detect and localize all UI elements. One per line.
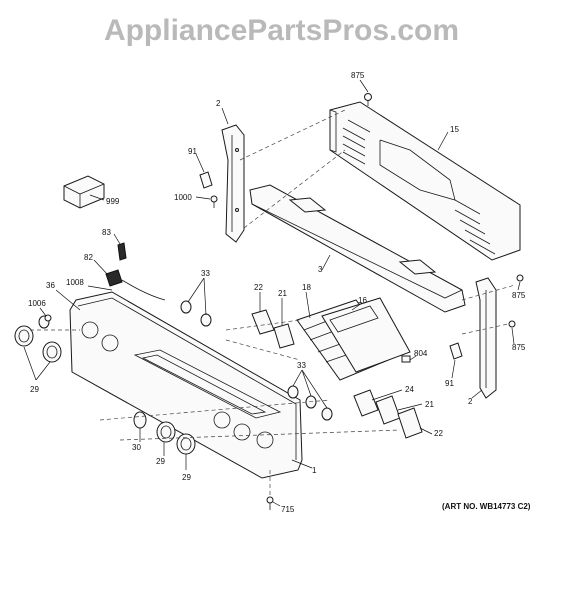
callout-21-upper: 21 [278, 289, 287, 298]
screw-875-top [364, 93, 372, 106]
callout-labels: 875 2 15 91 1000 999 3 83 82 33 1008 36 … [28, 71, 526, 514]
part-16-control-board [321, 297, 411, 373]
part-1-control-panel [69, 291, 303, 479]
callout-1: 1 [312, 466, 317, 475]
callout-21-lower: 21 [425, 400, 434, 409]
callout-33-lower: 33 [297, 361, 306, 370]
part-33-knob-upper [180, 300, 212, 327]
part-3-trim-channel [249, 184, 466, 313]
part-21-switch-upper [273, 323, 295, 349]
callout-1008: 1008 [66, 278, 84, 287]
part-29-knob-left-2 [42, 341, 62, 363]
part-22-switch-upper [251, 309, 275, 335]
screw-1000-left [210, 195, 218, 208]
callout-1000: 1000 [174, 193, 192, 202]
part-1008-wire-harness [121, 279, 166, 301]
art-number: (ART NO. WB14773 C2) [442, 502, 531, 511]
callout-15: 15 [450, 125, 459, 134]
callout-82: 82 [84, 253, 93, 262]
callout-36: 36 [46, 281, 55, 290]
callout-24: 24 [405, 385, 414, 394]
part-91-clip-right [449, 342, 463, 360]
part-30-knob [133, 411, 147, 429]
callout-83: 83 [102, 228, 111, 237]
callout-18: 18 [302, 283, 311, 292]
callout-91-left: 91 [188, 147, 197, 156]
callout-91-right: 91 [445, 379, 454, 388]
part-1006-spring [44, 314, 52, 322]
part-29-knob-lower-2 [176, 433, 196, 455]
part-999-block [63, 175, 105, 209]
callout-999: 999 [106, 197, 120, 206]
part-24-switch [353, 389, 379, 417]
callout-29-lower-2: 29 [182, 473, 191, 482]
callout-22-upper: 22 [254, 283, 263, 292]
leader-lines [23, 79, 521, 507]
screw-715 [266, 496, 274, 510]
callout-3: 3 [318, 265, 323, 274]
part-21-switch-lower [375, 395, 401, 425]
part-29-knob-lower-1 [156, 421, 176, 443]
part-2-right-end-bracket [475, 277, 497, 399]
part-15-back-panel [329, 101, 521, 261]
callout-33-upper: 33 [201, 269, 210, 278]
callout-2-left: 2 [216, 99, 221, 108]
part-91-clip-left [199, 171, 213, 189]
callout-715: 715 [281, 505, 295, 514]
part-804-bracket [401, 355, 411, 363]
callout-29-left: 29 [30, 385, 39, 394]
part-2-left-end-bracket [221, 124, 245, 243]
assembly-lines [30, 109, 516, 496]
callout-16: 16 [358, 296, 367, 305]
callout-804: 804 [414, 349, 428, 358]
part-22-switch-lower [397, 407, 423, 439]
callout-30: 30 [132, 443, 141, 452]
callout-875-right-lower: 875 [512, 343, 526, 352]
screw-875-right-upper [516, 274, 524, 282]
part-29-knob-left-1 [14, 325, 34, 347]
part-82-switch [105, 269, 123, 287]
callout-1006: 1006 [28, 299, 46, 308]
callout-2-right: 2 [468, 397, 473, 406]
callout-29-lower-1: 29 [156, 457, 165, 466]
callout-875-right-upper: 875 [512, 291, 526, 300]
screw-875-right-lower [508, 320, 516, 328]
callout-22-lower: 22 [434, 429, 443, 438]
callout-875-top: 875 [351, 71, 365, 80]
part-83-clip [117, 242, 127, 261]
watermark-text: AppliancePartsPros.com [103, 14, 460, 47]
